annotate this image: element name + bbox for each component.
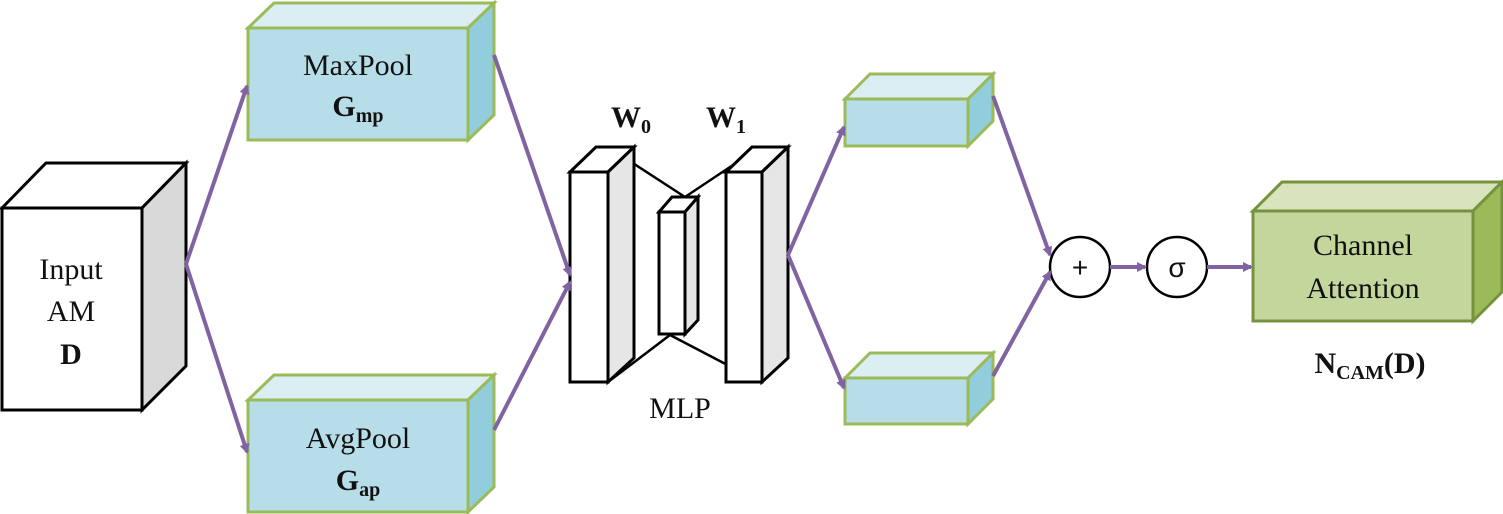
avgpool-title: AvgPool	[306, 422, 410, 455]
ncam-label: NCAM(D)	[1314, 347, 1425, 384]
maxpool-title: MaxPool	[303, 49, 413, 82]
channel-attention-block: Channel Attention	[1249, 178, 1503, 325]
mlp-block: W0 W1 MLP	[566, 101, 792, 425]
maxpool-symbol: Gmp	[332, 90, 383, 127]
mlp-w1-label: W1	[706, 101, 746, 138]
arrow-avgpool-to-mlp	[492, 280, 572, 431]
mlp-label: MLP	[649, 392, 711, 425]
sum-operator: +	[1048, 235, 1112, 299]
mlp-layer-w1	[722, 143, 792, 386]
arrow-input-to-maxpool	[184, 84, 250, 265]
mlp-output-bottom-box	[841, 349, 997, 428]
channel-attention-line1: Channel	[1313, 229, 1413, 262]
arrow-mlp-to-bottom-box	[786, 254, 846, 390]
sum-symbol: +	[1072, 252, 1088, 283]
arrow-input-to-avgpool	[184, 263, 250, 454]
arrow-top-box-to-sum	[991, 95, 1053, 257]
avgpool-symbol: Gap	[336, 464, 380, 501]
arrow-maxpool-to-mlp	[492, 54, 573, 277]
sigmoid-operator: σ	[1145, 235, 1209, 299]
maxpool-block: MaxPool Gmp	[244, 0, 498, 144]
sigmoid-symbol: σ	[1168, 252, 1185, 283]
arrow-mlp-to-top-box	[786, 125, 846, 256]
mlp-layer-w0	[566, 143, 638, 386]
input-label-symbol: D	[60, 338, 82, 371]
arrows	[184, 54, 1253, 454]
mlp-output-top-box	[841, 70, 997, 150]
arrow-bottom-box-to-sum	[991, 270, 1052, 377]
input-label-line1: Input	[39, 253, 103, 286]
avgpool-block: AvgPool Gap	[244, 371, 498, 514]
input-label-line2: AM	[47, 295, 95, 328]
input-block: Input AM D	[0, 159, 190, 414]
channel-attention-line2: Attention	[1306, 272, 1419, 305]
mlp-w0-label: W0	[611, 101, 651, 138]
mlp-hidden-layer	[655, 192, 702, 338]
